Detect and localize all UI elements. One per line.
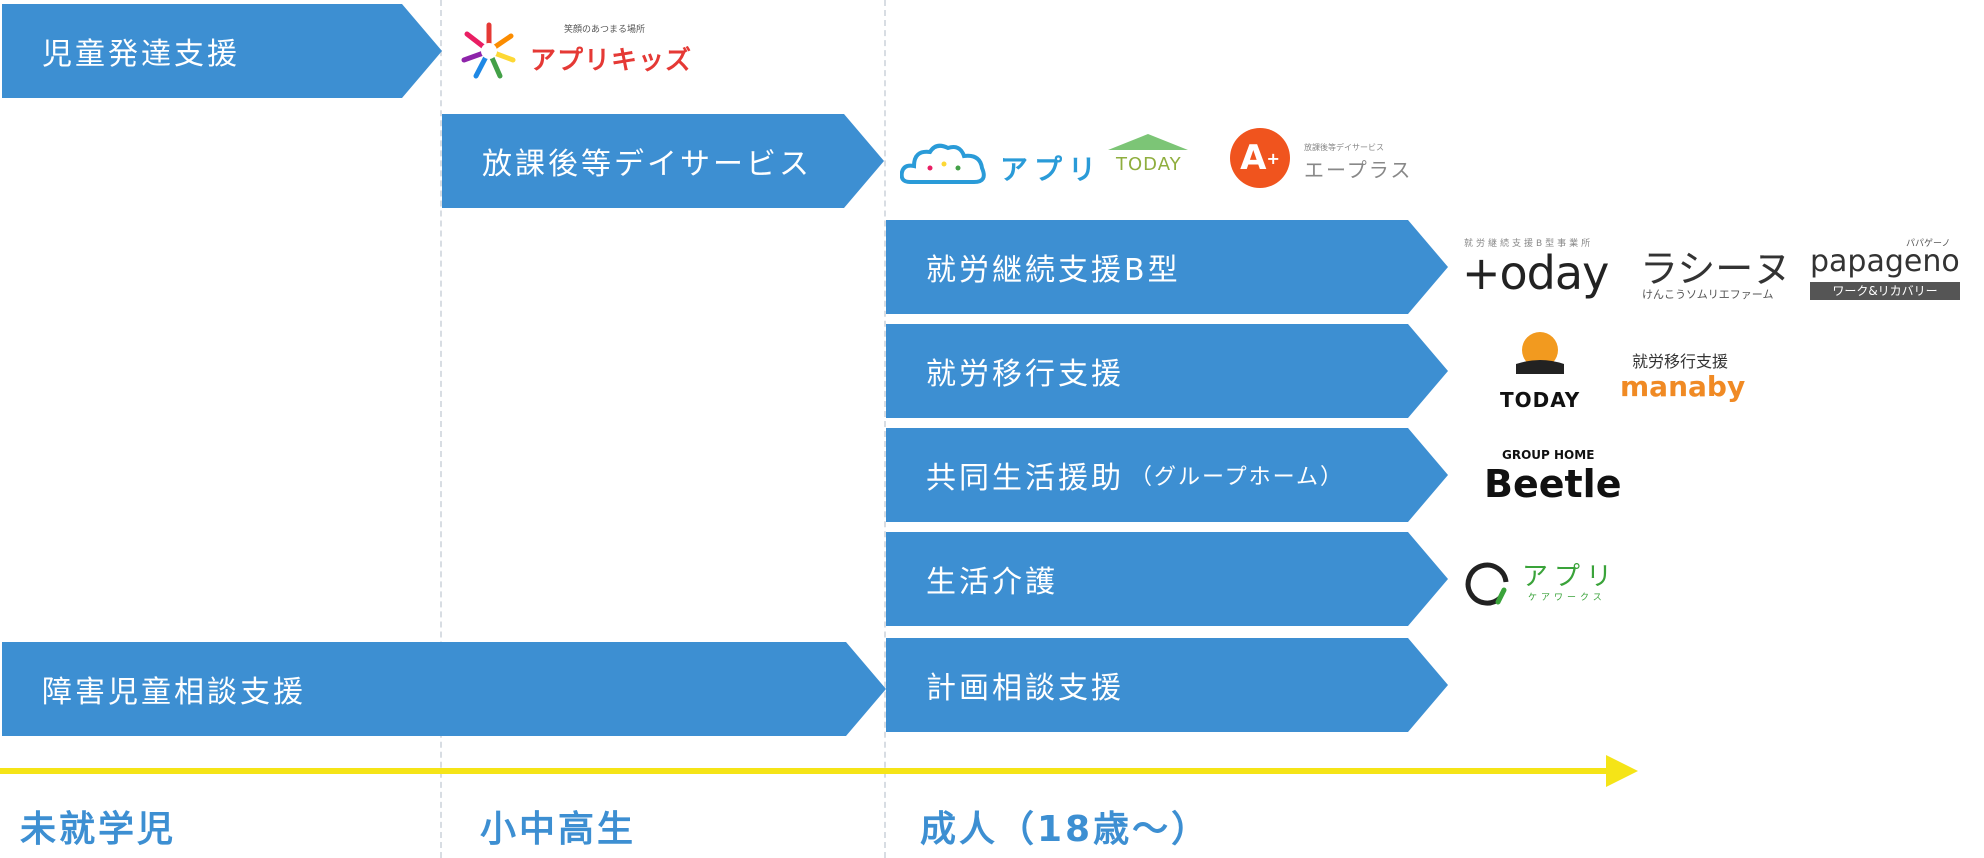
timeline-arrowhead [1606, 755, 1638, 787]
arrow-label: 計画相談支援 [926, 671, 1124, 706]
manaby-logo: 就労移行支援 manaby [1620, 346, 1770, 412]
arrow-employment-transition: 就労移行支援 [886, 324, 1448, 418]
papageno-tagline: パパゲーノ [1906, 239, 1951, 249]
arrow-life-care: 生活介護 [886, 532, 1448, 626]
apuri-care-wordmark: アプリ [1522, 562, 1619, 592]
today-b-tagline: 就労継続支援B型事業所 [1464, 239, 1594, 249]
apuri-wordmark: アプリ [1000, 153, 1103, 186]
aplus-wordmark: エープラス [1304, 158, 1413, 182]
today-transition-wordmark: TODAY [1500, 388, 1581, 412]
apuri-care-subtitle: ケアワークス [1528, 593, 1606, 603]
rashinu-subtitle: けんこうソムリエファーム [1642, 288, 1774, 301]
apuri-kids-logo: 笑顔のあつまる場所 アプリキッズ [458, 18, 691, 84]
apuri-logo: アプリ [900, 138, 1100, 192]
aplus-logo: A+ 放課後等デイサービス エープラス [1230, 126, 1420, 192]
today-b-logo: 就労継続支援B型事業所 +oday [1462, 232, 1622, 302]
arrow-label: 生活介護 [926, 565, 1058, 600]
house-roof-icon [1108, 134, 1188, 150]
papageno-logo: パパゲーノ papageno ワーク&リカバリー [1810, 236, 1970, 306]
arrow-employment-b: 就労継続支援B型 [886, 220, 1448, 314]
papageno-wordmark: papageno [1810, 244, 1960, 279]
arrow-sublabel: （グループホーム） [1130, 465, 1345, 490]
stage-adult: 成人（18歳〜） [920, 809, 1211, 850]
apuri-cloud-icon [900, 143, 986, 184]
apuri-kids-burst-icon [461, 22, 516, 79]
divider-preschool-school [440, 0, 442, 858]
manaby-label: 就労移行支援 [1632, 352, 1729, 371]
arrow-after-school-day-service: 放課後等デイサービス [442, 114, 884, 208]
aplus-mark: A [1240, 138, 1267, 178]
beetle-group-home: GROUP HOME [1502, 448, 1595, 462]
papageno-subtitle: ワーク&リカバリー [1810, 282, 1960, 300]
apuri-kids-wordmark: アプリキッズ [530, 46, 693, 76]
arrow-label: 就労移行支援 [926, 357, 1124, 392]
today-house-wordmark: TODAY [1116, 154, 1182, 175]
arrow-group-living: 共同生活援助 （グループホーム） [886, 428, 1448, 522]
arrow-child-consultation: 障害児童相談支援 [2, 642, 886, 736]
beetle-wordmark: Beetle [1484, 462, 1622, 506]
arrow-label: 児童発達支援 [42, 37, 240, 72]
arrow-label: 障害児童相談支援 [42, 675, 306, 710]
today-house-logo: TODAY [1108, 132, 1188, 194]
arrow-child-development: 児童発達支援 [2, 4, 442, 98]
today-transition-logo: TODAY [1500, 330, 1580, 414]
arrow-plan-consultation: 計画相談支援 [886, 638, 1448, 732]
stage-preschool: 未就学児 [20, 809, 177, 850]
arrow-label: 共同生活援助 [926, 461, 1124, 496]
rashinu-logo: ラシーヌ けんこうソムリエファーム [1640, 238, 1792, 304]
beetle-logo: GROUP HOME Beetle [1482, 444, 1621, 510]
arrow-label: 就労継続支援B型 [926, 253, 1181, 288]
apuri-kids-tagline: 笑顔のあつまる場所 [564, 25, 646, 35]
divider-school-adult [884, 0, 886, 858]
aplus-circle-icon: A+ [1230, 128, 1290, 188]
sunrise-hand-icon [1516, 332, 1564, 374]
stage-school: 小中高生 [480, 809, 637, 850]
apuri-care-logo: アプリ ケアワークス [1464, 556, 1624, 612]
manaby-wordmark: manaby [1620, 370, 1746, 403]
aplus-tagline: 放課後等デイサービス [1304, 143, 1384, 152]
rashinu-wordmark: ラシーヌ [1640, 247, 1792, 291]
arrow-label: 放課後等デイサービス [482, 147, 812, 182]
today-b-wordmark: +oday [1462, 246, 1609, 300]
timeline-axis [0, 768, 1612, 774]
apuri-care-ring-icon [1465, 562, 1509, 606]
